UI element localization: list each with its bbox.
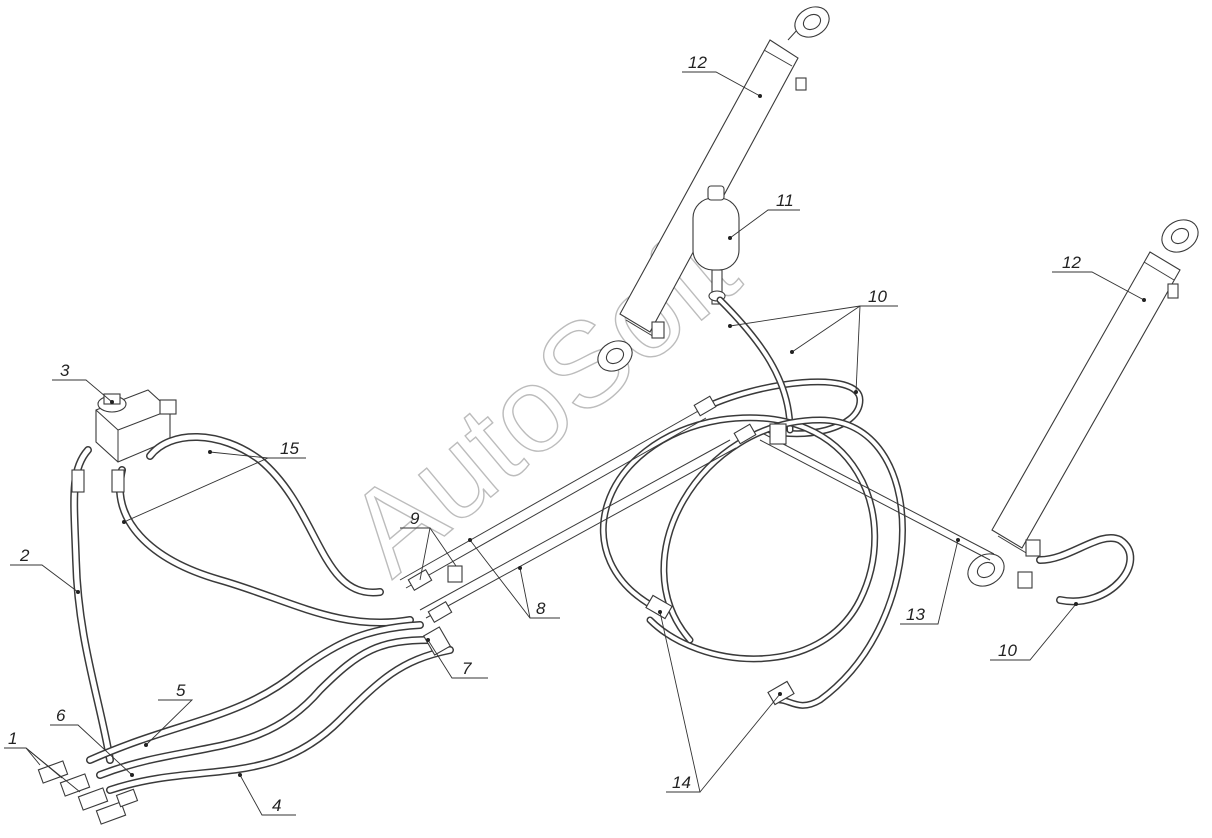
callout-10-upper: 10: [868, 287, 887, 306]
callout-8: 8: [536, 599, 546, 618]
callout-10-lower: 10: [998, 641, 1017, 660]
hose-group: [70, 296, 1135, 794]
callout-7: 7: [462, 659, 472, 678]
fittings: [37, 395, 795, 825]
hose-14-tail: [660, 416, 906, 709]
watermark-text: AutoSoft: [323, 201, 762, 600]
rigid-pipes: [399, 409, 995, 619]
callout-4: 4: [272, 796, 281, 815]
callout-2: 2: [19, 546, 30, 565]
hose-4: [96, 636, 434, 779]
callout-14: 14: [672, 773, 691, 792]
hydraulic-cylinder-lower: [967, 219, 1199, 589]
callout-labels: 1 2 3 4 5 6 7 8 9 10 10 11 12 12 13 14 1…: [8, 53, 1081, 815]
callout-5: 5: [176, 681, 186, 700]
callout-12-upper: 12: [688, 53, 707, 72]
callout-1: 1: [8, 729, 17, 748]
leader-lines: [4, 71, 1145, 816]
callout-13: 13: [906, 605, 925, 624]
valve-block: [95, 389, 177, 463]
callout-9: 9: [410, 509, 420, 528]
leader-dots: [76, 94, 1146, 777]
callout-15: 15: [280, 439, 299, 458]
callout-11: 11: [776, 191, 794, 210]
callout-12-lower: 12: [1062, 253, 1081, 272]
callout-3: 3: [60, 361, 70, 380]
callout-6: 6: [56, 706, 66, 725]
